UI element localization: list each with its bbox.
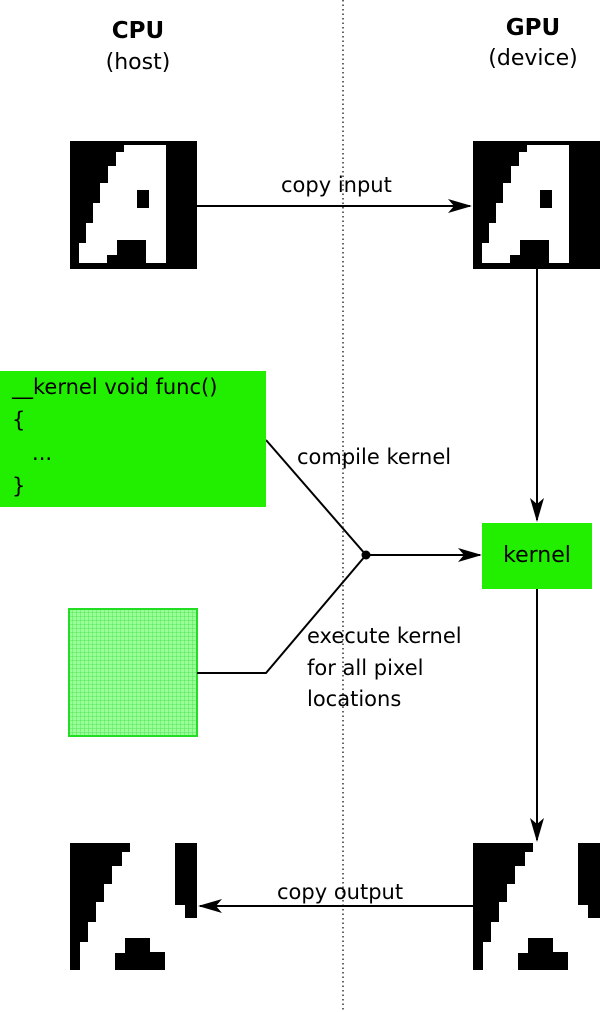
cpu-subtitle: (host) xyxy=(105,50,171,75)
cpu-input-image xyxy=(70,141,197,269)
gpu-output-image xyxy=(473,843,600,970)
cpu-title: CPU xyxy=(111,18,165,44)
gpu-subtitle: (device) xyxy=(488,46,578,71)
gpu-title: GPU xyxy=(505,15,561,41)
code-line-2: { xyxy=(12,408,26,432)
gpu-input-image xyxy=(473,141,600,269)
kernel-node-label: kernel xyxy=(503,543,571,568)
cpu-output-image xyxy=(70,843,197,970)
code-line-1: __kernel void func() xyxy=(12,375,218,399)
pixel-grid xyxy=(68,608,198,737)
kernel-node: kernel xyxy=(482,523,592,589)
copy-input-label: copy input xyxy=(281,173,392,197)
execute-kernel-label-3: locations xyxy=(307,687,402,711)
copy-output-label: copy output xyxy=(277,880,404,904)
code-line-4: } xyxy=(12,474,26,498)
compile-kernel-label: compile kernel xyxy=(297,445,452,469)
code-line-3: ... xyxy=(12,441,53,465)
execute-connector xyxy=(197,554,367,674)
execute-kernel-label-2: for all pixel xyxy=(307,656,424,680)
kernel-source-code-box: __kernel void func() { ... } xyxy=(0,371,266,507)
execute-kernel-label-1: execute kernel xyxy=(307,624,462,648)
compile-connector xyxy=(265,439,367,556)
